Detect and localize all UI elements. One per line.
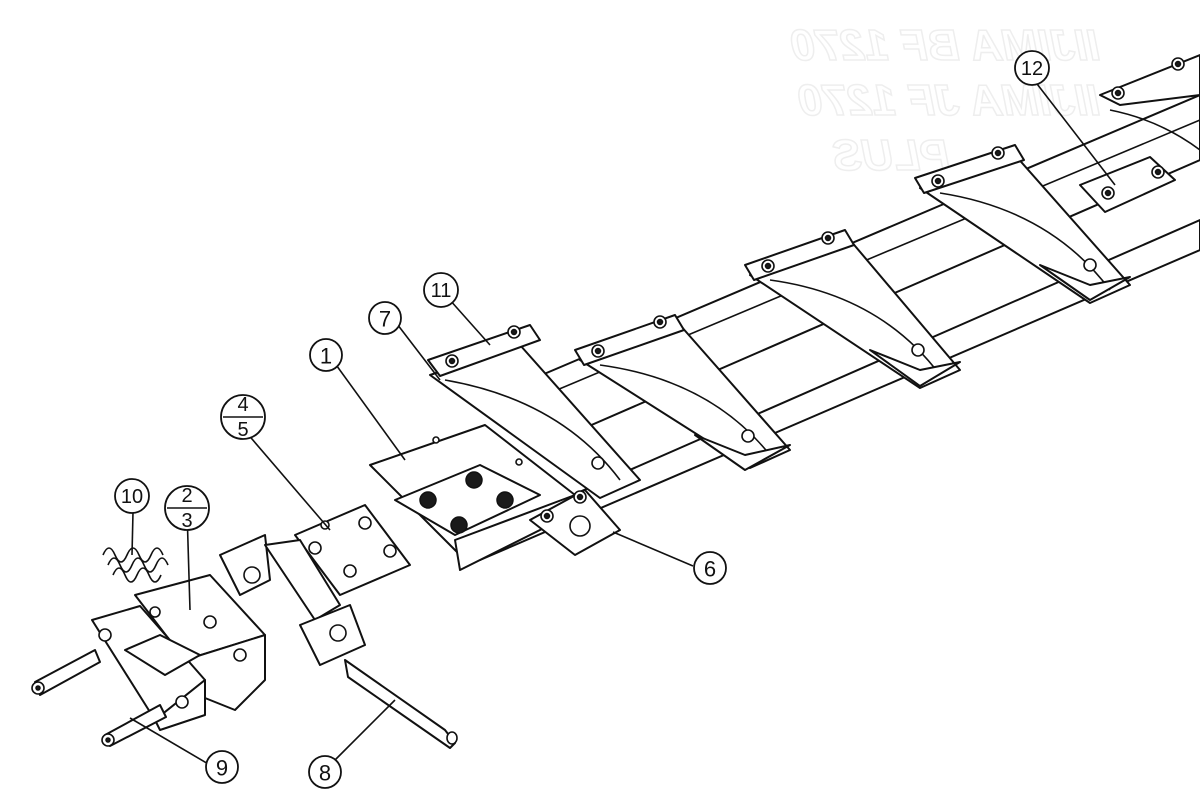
callout-4-5: 4 5 (220, 394, 266, 441)
callout-6: 6 (693, 551, 727, 585)
callout-7-label: 7 (379, 307, 391, 332)
part-9-bracket (91, 605, 206, 731)
rail-fin-4 (914, 144, 1131, 304)
callout-9: 9 (205, 750, 239, 784)
rail-fin-2 (574, 314, 791, 471)
callout-11-label: 11 (431, 280, 452, 302)
part-6-bracket (529, 489, 621, 556)
callout-11: 11 (423, 272, 459, 308)
part-9-pin-upper (31, 649, 101, 696)
callout-8-label: 8 (319, 761, 331, 786)
callout-1-label: 1 (320, 344, 332, 369)
rail-fin-5 (1099, 54, 1200, 151)
watermark-line-2: IIJIMA JF 1270 (798, 76, 1100, 125)
stud (419, 471, 514, 534)
part-10-spring (102, 547, 169, 583)
callout-10-label: 10 (121, 486, 143, 508)
watermark-line-1: IIJIMA BF 1270 (791, 21, 1100, 70)
rail-fin-1 (427, 324, 641, 499)
callout-1: 1 (309, 338, 343, 372)
callout-12-label: 12 (1021, 58, 1043, 80)
callout-9-label: 9 (216, 756, 228, 781)
callout-4-label: 4 (237, 394, 248, 416)
callout-12: 12 (1014, 50, 1050, 86)
watermark-bleed-through: IIJIMA BF 1270 IIJIMA JF 1270 PLUS (790, 20, 1101, 181)
part-9-pin-lower (101, 704, 167, 747)
callout-5-label: 5 (237, 419, 248, 441)
part-4-5-plate (294, 504, 411, 596)
part-12-block (1079, 156, 1176, 213)
callout-7: 7 (368, 301, 402, 335)
callout-2-3: 2 3 (164, 485, 210, 532)
part-8-pin (344, 659, 458, 749)
callout-6-label: 6 (704, 557, 716, 582)
part-4-5-frame (219, 534, 366, 666)
callout-2-label: 2 (181, 485, 192, 507)
rail-fin-3 (744, 229, 961, 389)
callout-3-label: 3 (181, 510, 192, 532)
callout-8: 8 (308, 755, 342, 789)
callout-10: 10 (114, 478, 150, 514)
leader-lines (129, 79, 1116, 766)
